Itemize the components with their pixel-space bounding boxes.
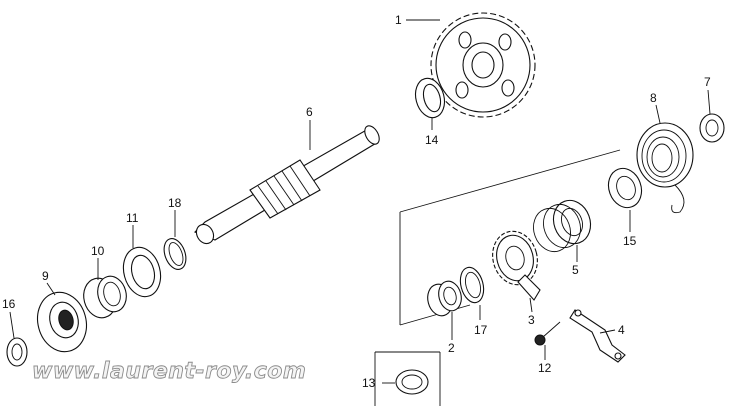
callout-10: 10 [91, 244, 105, 258]
part-5-spring [533, 199, 592, 253]
part-6-shaft [194, 125, 380, 245]
callout-11: 11 [126, 211, 139, 225]
part-10-bushing [83, 275, 127, 319]
callout-6: 6 [306, 105, 313, 119]
assembly-guide-lines [374, 149, 621, 406]
part-13-washer [395, 369, 429, 395]
part-17-circlip [459, 266, 485, 304]
callout-1: 1 [395, 13, 402, 27]
callout-9: 9 [42, 269, 49, 283]
part-1-gear [430, 12, 536, 118]
callout-12: 12 [538, 361, 552, 375]
callout-5: 5 [572, 263, 579, 277]
part-12-bolt [534, 321, 561, 346]
callout-14: 14 [425, 133, 439, 147]
callout-13: 13 [362, 376, 376, 390]
part-14-washer [414, 77, 446, 119]
callout-4: 4 [618, 323, 625, 337]
callout-17: 17 [474, 323, 488, 337]
part-2-bushing [427, 280, 462, 317]
callout-3: 3 [528, 313, 535, 327]
callout-2: 2 [448, 341, 455, 355]
part-9-gear-hub [37, 291, 87, 353]
part-7-collar [699, 113, 725, 143]
part-16-washer [6, 337, 28, 367]
part-11-washer [122, 246, 162, 298]
watermark-text: www.laurent-roy.com [32, 359, 306, 384]
part-8-spring [636, 122, 694, 214]
callout-15: 15 [623, 234, 637, 248]
callout-8: 8 [650, 91, 657, 105]
callout-16: 16 [2, 297, 16, 311]
part-18-circlip [163, 238, 187, 270]
callout-7: 7 [704, 75, 711, 89]
callout-labels: 1 2 3 4 5 6 7 8 9 10 11 12 13 14 15 16 1… [2, 13, 711, 390]
part-3-ratchet [492, 230, 541, 301]
part-4-bracket [569, 309, 626, 363]
part-15-washer [607, 167, 643, 209]
callout-leader-lines [9, 19, 711, 384]
callout-18: 18 [168, 196, 182, 210]
